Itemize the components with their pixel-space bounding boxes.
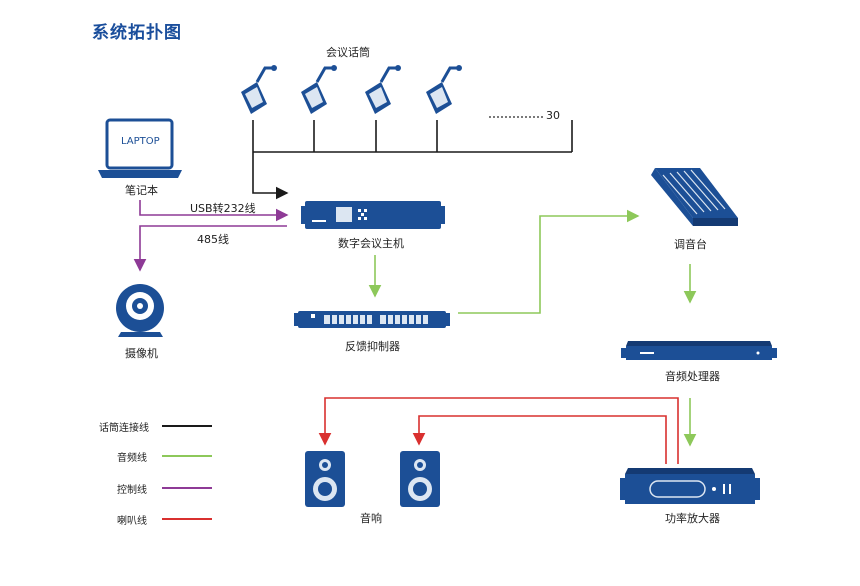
rs485-label: 485线 xyxy=(197,233,229,246)
mic-connection-lines xyxy=(252,120,573,200)
processor-label: 音频处理器 xyxy=(665,370,720,383)
conference-host-device xyxy=(301,201,445,229)
speaker-right-icon xyxy=(400,451,440,507)
feedback-label: 反馈抑制器 xyxy=(345,340,400,353)
speakers-label: 音响 xyxy=(360,512,382,525)
control-lines xyxy=(133,200,289,272)
legend-mic-line: 话筒连接线 xyxy=(99,423,149,434)
camera-label: 摄像机 xyxy=(125,347,158,360)
microphone-2-icon xyxy=(301,65,337,114)
camera-icon xyxy=(116,284,164,337)
audio-lines xyxy=(368,209,697,447)
legend-swatches xyxy=(162,425,212,520)
laptop-icon xyxy=(98,118,182,178)
legend-control-line: 控制线 xyxy=(117,485,147,496)
laptop-label: 笔记本 xyxy=(125,184,158,197)
page-title: 系统拓扑图 xyxy=(92,23,182,43)
host-label: 数字会议主机 xyxy=(338,237,404,250)
legend-speaker-line: 喇叭线 xyxy=(117,516,147,527)
mixer-label: 调音台 xyxy=(674,238,707,251)
speaker-left-icon xyxy=(305,451,345,507)
mic-count-label: 30 xyxy=(546,109,560,122)
laptop-screen-text: LAPTOP xyxy=(121,136,160,147)
speaker-lines xyxy=(318,397,679,464)
feedback-suppressor-device xyxy=(294,311,450,328)
microphone-3-icon xyxy=(365,65,401,114)
legend-audio-line: 音频线 xyxy=(117,453,147,464)
power-amplifier-device xyxy=(620,468,760,504)
audio-processor-device xyxy=(621,341,777,360)
microphone-4-icon xyxy=(426,65,462,114)
amplifier-label: 功率放大器 xyxy=(665,512,720,525)
mixer-icon xyxy=(651,168,738,226)
microphones-label: 会议话筒 xyxy=(326,46,370,59)
ellipsis-dots xyxy=(489,116,543,118)
usb-cable-label: USB转232线 xyxy=(190,202,256,215)
microphone-1-icon xyxy=(241,65,277,114)
